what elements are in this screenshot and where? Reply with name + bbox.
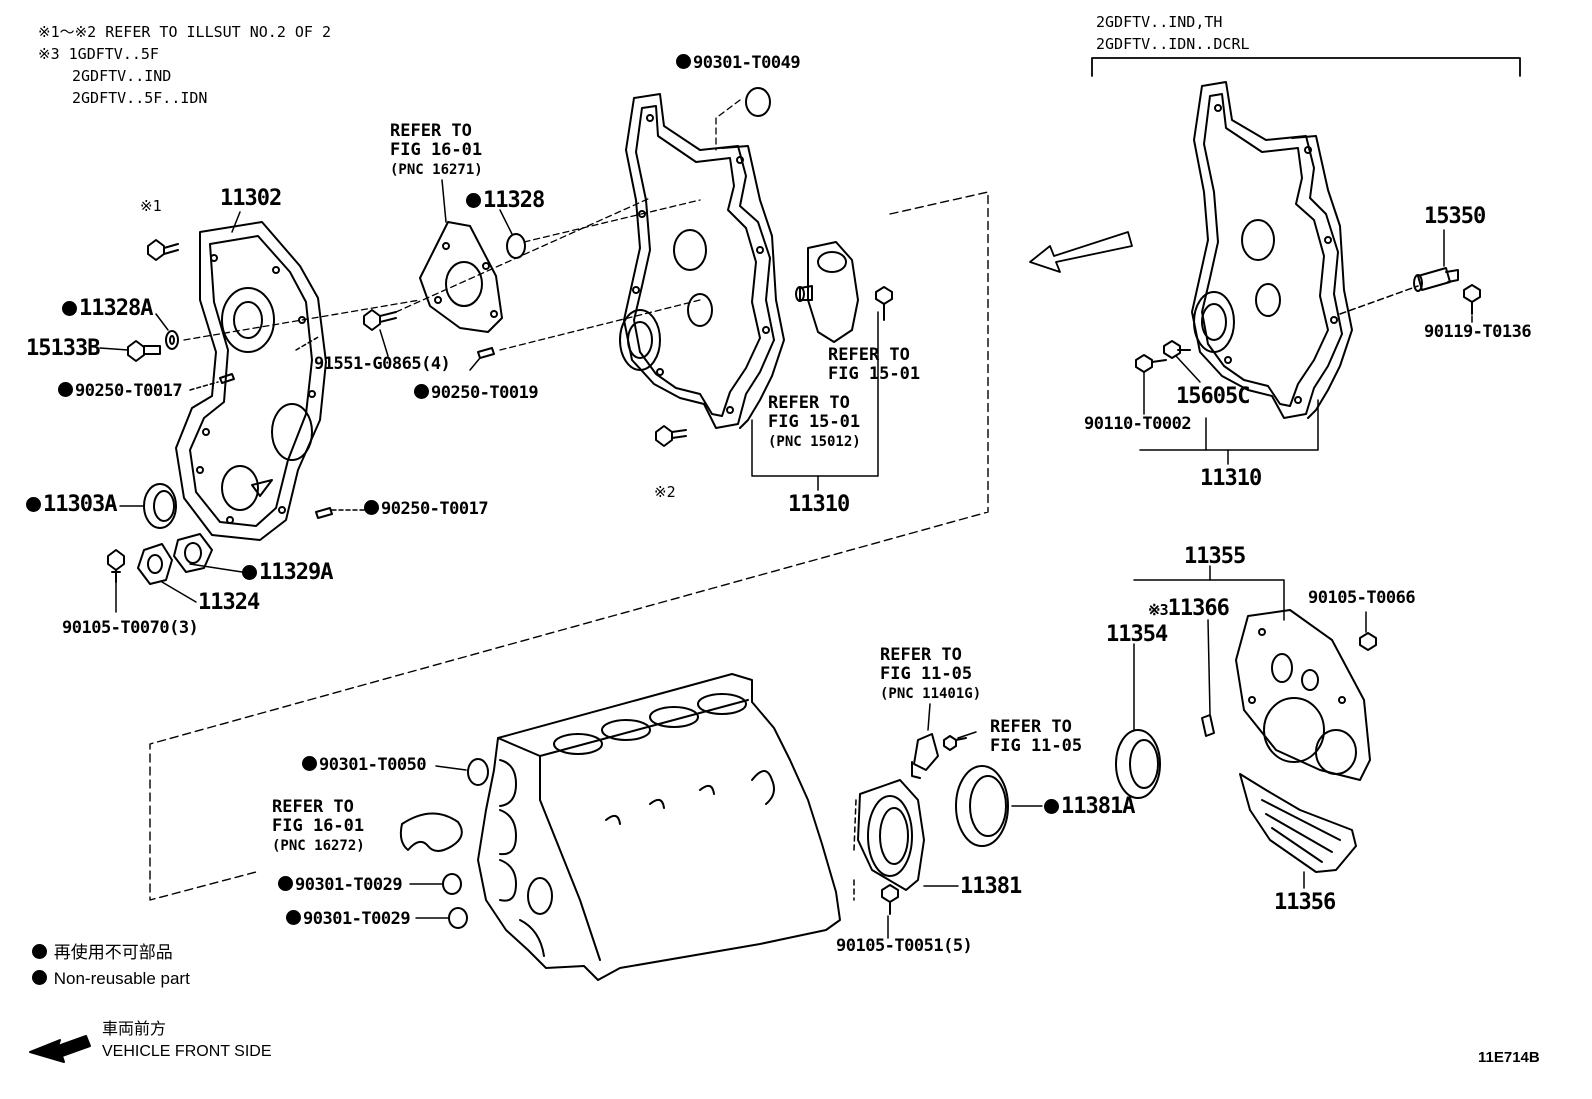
left-fasteners — [107, 239, 333, 583]
part-11356: 11356 — [1274, 890, 1336, 915]
non-reusable-dot — [26, 497, 41, 512]
vehicle-front-arrow — [29, 1035, 91, 1063]
retainer-leaders — [853, 799, 959, 939]
part-90301-t0049: 90301-T0049 — [676, 54, 801, 72]
part-90301-t0029-b: 90301-T0029 — [286, 910, 411, 928]
vehicle-front-japanese: 車両前方 — [102, 1021, 167, 1038]
water-pump-gasket-drawing — [419, 179, 503, 333]
middle-fasteners — [363, 309, 495, 371]
non-reusable-dot — [286, 910, 301, 925]
block-leaders — [409, 765, 467, 919]
non-reusable-dot — [302, 756, 317, 771]
oil-seal-11381a — [955, 765, 1043, 847]
rear-plate-11355 — [1235, 609, 1377, 781]
part-15133b: 15133B — [26, 336, 100, 361]
part-11381: 11381 — [960, 874, 1022, 899]
part-11329a: 11329A — [242, 562, 333, 584]
refer-fig-11-05-a: REFER TO FIG 11-05 (PNC 11401G) — [880, 645, 982, 703]
refer-fig-11-05-b: REFER TO FIG 11-05 — [990, 717, 1083, 756]
note-line-1: ※1～※2 REFER TO ILLSUT NO.2 OF 2 — [38, 23, 331, 41]
part-11310-right: 11310 — [1200, 466, 1262, 491]
water-pump-drawing — [795, 241, 893, 343]
non-reusable-dot — [62, 301, 77, 316]
part-15350: 15350 — [1424, 204, 1486, 229]
right-leaders — [1139, 229, 1473, 465]
alignment-lines — [183, 99, 741, 351]
oil-seal-retainer-11381 — [857, 779, 925, 915]
timing-case-drawing — [619, 93, 785, 429]
part-11366: ※311366 — [1148, 596, 1230, 621]
non-reusable-dot — [32, 970, 47, 985]
part-11355: 11355 — [1184, 544, 1246, 569]
vehicle-front-english: VEHICLE FRONT SIDE — [102, 1043, 272, 1060]
non-reusable-dot — [466, 193, 481, 208]
part-11324: 11324 — [198, 590, 260, 615]
non-reusable-dot — [32, 944, 47, 959]
part-11328a: 11328A — [62, 298, 153, 320]
refer-fig-15-01-b: REFER TO FIG 15-01 (PNC 15012) — [768, 393, 861, 451]
o-ring-11328 — [499, 209, 526, 259]
non-reusable-dot — [58, 382, 73, 397]
variant-line-2: 2GDFTV..IDN..DCRL — [1096, 35, 1250, 53]
variant-bracket — [1091, 57, 1521, 77]
legend-japanese: 再使用不可部品 — [32, 944, 173, 961]
part-90105-t0051: 90105-T0051(5) — [836, 936, 973, 956]
non-reusable-dot — [364, 500, 379, 515]
figure-code: 11E714B — [1478, 1049, 1540, 1066]
part-90250-t0019: 90250-T0019 — [414, 384, 539, 402]
part-11354: 11354 — [1106, 622, 1168, 647]
assembly-dash-box — [149, 191, 989, 901]
block-o-rings — [399, 758, 489, 929]
pin-11366 — [1201, 619, 1215, 737]
legend-english: Non-reusable part — [32, 970, 190, 987]
part-11328: 11328 — [466, 190, 545, 212]
mark-x3: ※3 — [1148, 601, 1169, 619]
part-11310-middle: 11310 — [788, 492, 850, 517]
oil-seal-11303a — [143, 483, 177, 529]
part-90301-t0029-a: 90301-T0029 — [278, 876, 403, 894]
part-90250-t0017-a: 90250-T0017 — [58, 382, 183, 400]
part-11381a: 11381A — [1044, 796, 1135, 818]
part-91551-g0865: 91551-G0865(4) — [314, 354, 451, 374]
part-90110-t0002: 90110-T0002 — [1084, 414, 1192, 434]
non-reusable-dot — [242, 565, 257, 580]
right-fasteners — [1135, 267, 1481, 373]
part-90105-t0070: 90105-T0070(3) — [62, 618, 199, 638]
oil-seal-11354 — [1115, 643, 1161, 799]
bolt-x2 — [655, 425, 687, 447]
plate-11356 — [1239, 773, 1357, 889]
part-90105-t0066: 90105-T0066 — [1308, 588, 1416, 608]
o-ring-90301-t0049 — [745, 87, 771, 117]
crank-sensor-drawing — [911, 703, 977, 779]
gaskets-11324-11329a — [137, 533, 213, 585]
note-line-3: 2GDFTV..IND — [72, 67, 172, 85]
note-line-4: 2GDFTV..5F..IDN — [72, 89, 208, 107]
mark-x2: ※2 — [654, 483, 676, 501]
non-reusable-dot — [414, 384, 429, 399]
non-reusable-dot — [278, 876, 293, 891]
non-reusable-dot — [1044, 799, 1059, 814]
cylinder-block-drawing — [477, 673, 841, 981]
refer-fig-16-01-a: REFER TO FIG 16-01 (PNC 16271) — [390, 121, 483, 179]
non-reusable-dot — [676, 54, 691, 69]
refer-fig-16-01-b: REFER TO FIG 16-01 (PNC 16272) — [272, 797, 365, 855]
part-11303a: 11303A — [26, 494, 117, 516]
timing-cover-drawing — [175, 221, 327, 541]
left-leaders — [99, 211, 365, 613]
part-15605c: 15605C — [1176, 384, 1250, 409]
part-90250-t0017-b: 90250-T0017 — [364, 500, 489, 518]
bracket-11310-middle — [751, 311, 879, 491]
variant-line-1: 2GDFTV..IND,TH — [1096, 13, 1223, 31]
right-timing-case-drawing — [1191, 81, 1353, 419]
bracket-11355 — [1133, 565, 1285, 621]
part-11302: 11302 — [220, 186, 282, 211]
direction-arrow — [1029, 231, 1133, 273]
refer-fig-15-01-a: REFER TO FIG 15-01 — [828, 345, 921, 384]
note-line-2: ※3 1GDFTV..5F — [38, 45, 159, 63]
mark-x1: ※1 — [140, 197, 162, 215]
part-90301-t0050: 90301-T0050 — [302, 756, 427, 774]
part-90119-t0136: 90119-T0136 — [1424, 322, 1532, 342]
